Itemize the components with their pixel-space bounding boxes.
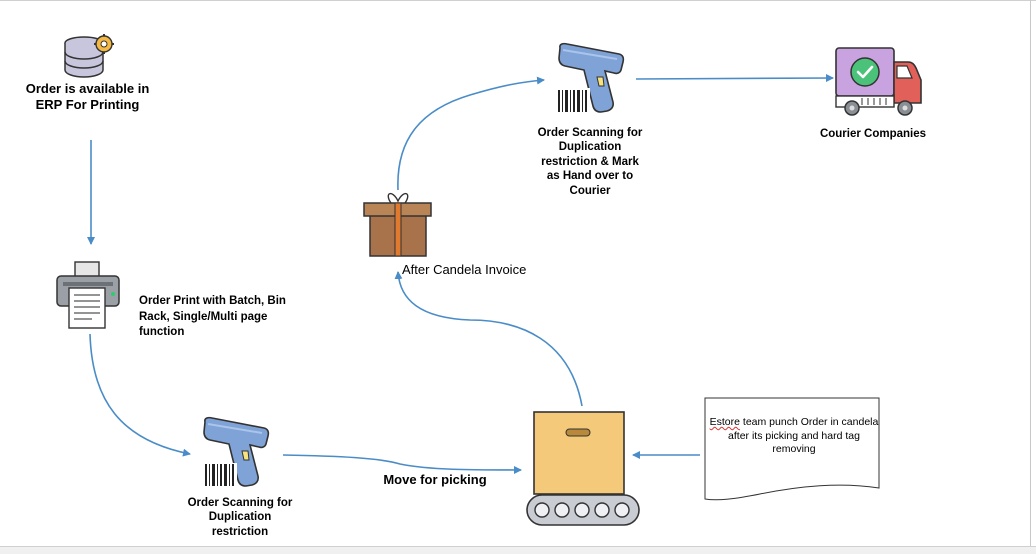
move-for-picking-label: Move for picking [383, 472, 487, 487]
window-right-border [1030, 0, 1031, 553]
connector-scan-top-to-courier [635, 74, 834, 83]
note-rest-text: team punch Order in candela after its pi… [728, 416, 879, 456]
courier-companies-label: Courier Companies [819, 128, 927, 140]
order-print-label: Order Print with Batch, Bin Rack, Single… [139, 295, 286, 339]
conveyor-box-icon [526, 411, 640, 526]
connector-print-to-scan [89, 333, 191, 457]
order-scanning-label: Order Scanning for Duplication restricti… [187, 497, 293, 538]
window-top-border [0, 0, 1036, 1]
barcode-scanner-icon [557, 42, 625, 114]
after-invoice-label: After Candela Invoice [402, 262, 527, 277]
connector-gift-to-scan-top [397, 76, 545, 191]
printer-icon [56, 261, 120, 329]
delivery-truck-icon [835, 47, 922, 116]
gift-box-icon [363, 193, 432, 257]
connector-conveyor-to-gift [394, 271, 583, 407]
barcode-scanner-icon [203, 416, 270, 487]
erp-order-label: Order is available in ERP For Printing [25, 81, 150, 113]
connector-scan-to-conveyor [282, 454, 522, 474]
window-bottom-bar [0, 546, 1036, 554]
database-gear-icon [64, 34, 114, 78]
handover-scanning-label: Order Scanning for Duplication restricti… [537, 127, 643, 197]
estore-note-text: Estore team punch Order in candela after… [708, 416, 880, 457]
note-estore-word: Estore [709, 416, 740, 428]
document-note-icon [704, 397, 880, 501]
